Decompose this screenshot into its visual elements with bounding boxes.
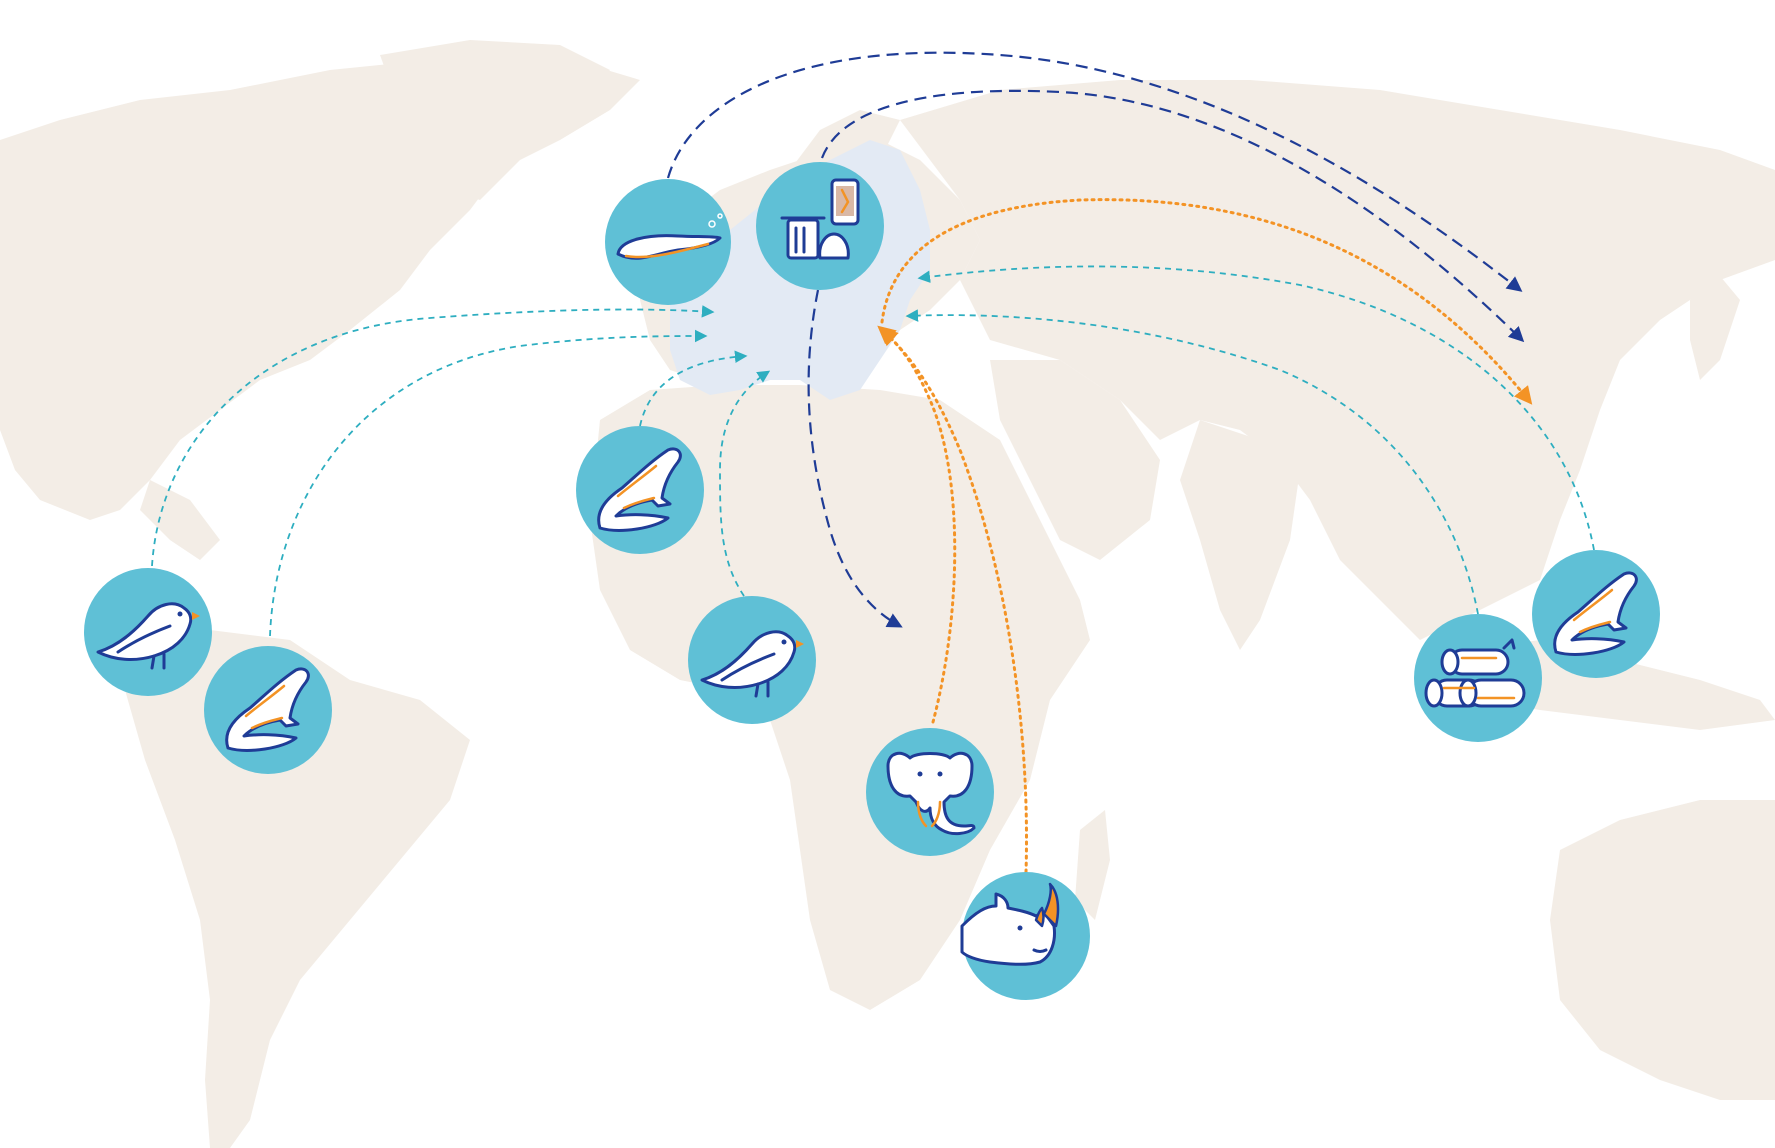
badge-elephant[interactable] (866, 728, 994, 856)
route-europe-to-asia (880, 198, 1533, 405)
route-samerica-lizard (269, 329, 708, 637)
route-timber (905, 309, 1479, 615)
land-madagascar (1075, 810, 1110, 920)
route-waste-to-africa (807, 289, 903, 628)
badge-lizard-asia[interactable] (1532, 550, 1660, 678)
land-asia (900, 80, 1775, 640)
route-rhino (879, 327, 1028, 874)
badge-timber[interactable] (1414, 614, 1542, 742)
rhino-icon (960, 882, 1060, 966)
badges (84, 162, 1660, 1000)
land-greenland (380, 40, 610, 200)
lizard-icon (597, 447, 682, 532)
land-middle-east (990, 360, 1160, 560)
bird-icon (700, 630, 804, 698)
land-india (1180, 420, 1300, 650)
route-wafrica-bird (719, 370, 771, 597)
land-central-america (140, 480, 220, 560)
waste-phone-icon (780, 178, 860, 260)
lizard-icon (225, 667, 310, 752)
route-asia-lizard (917, 265, 1595, 551)
badge-bird-camerica[interactable] (84, 568, 212, 696)
badge-waste[interactable] (756, 162, 884, 290)
route-eel-to-asia (666, 51, 1523, 292)
bird-icon (96, 602, 200, 670)
badge-waste-bg (756, 162, 884, 290)
route-waste-to-asia (820, 89, 1525, 343)
land-japan (1690, 270, 1740, 380)
badge-bird-wafrica[interactable] (688, 596, 816, 724)
route-nafrica-lizard (639, 350, 748, 427)
eel-icon (616, 213, 723, 260)
land-africa (590, 385, 1090, 1010)
lizard-icon (1553, 571, 1638, 656)
badge-eel[interactable] (605, 179, 731, 305)
badge-lizard-samerica[interactable] (204, 646, 332, 774)
land-australia (1550, 800, 1775, 1100)
trade-routes (151, 51, 1595, 874)
land-indonesia (1470, 640, 1775, 730)
elephant-icon (886, 751, 976, 836)
badge-rhino[interactable] (960, 872, 1090, 1000)
badge-timber-bg (1414, 614, 1542, 742)
badge-lizard-nafrica[interactable] (576, 426, 704, 554)
route-camerica-bird (151, 305, 715, 567)
timber-logs-icon (1424, 638, 1526, 708)
land-south-america (125, 620, 470, 1148)
